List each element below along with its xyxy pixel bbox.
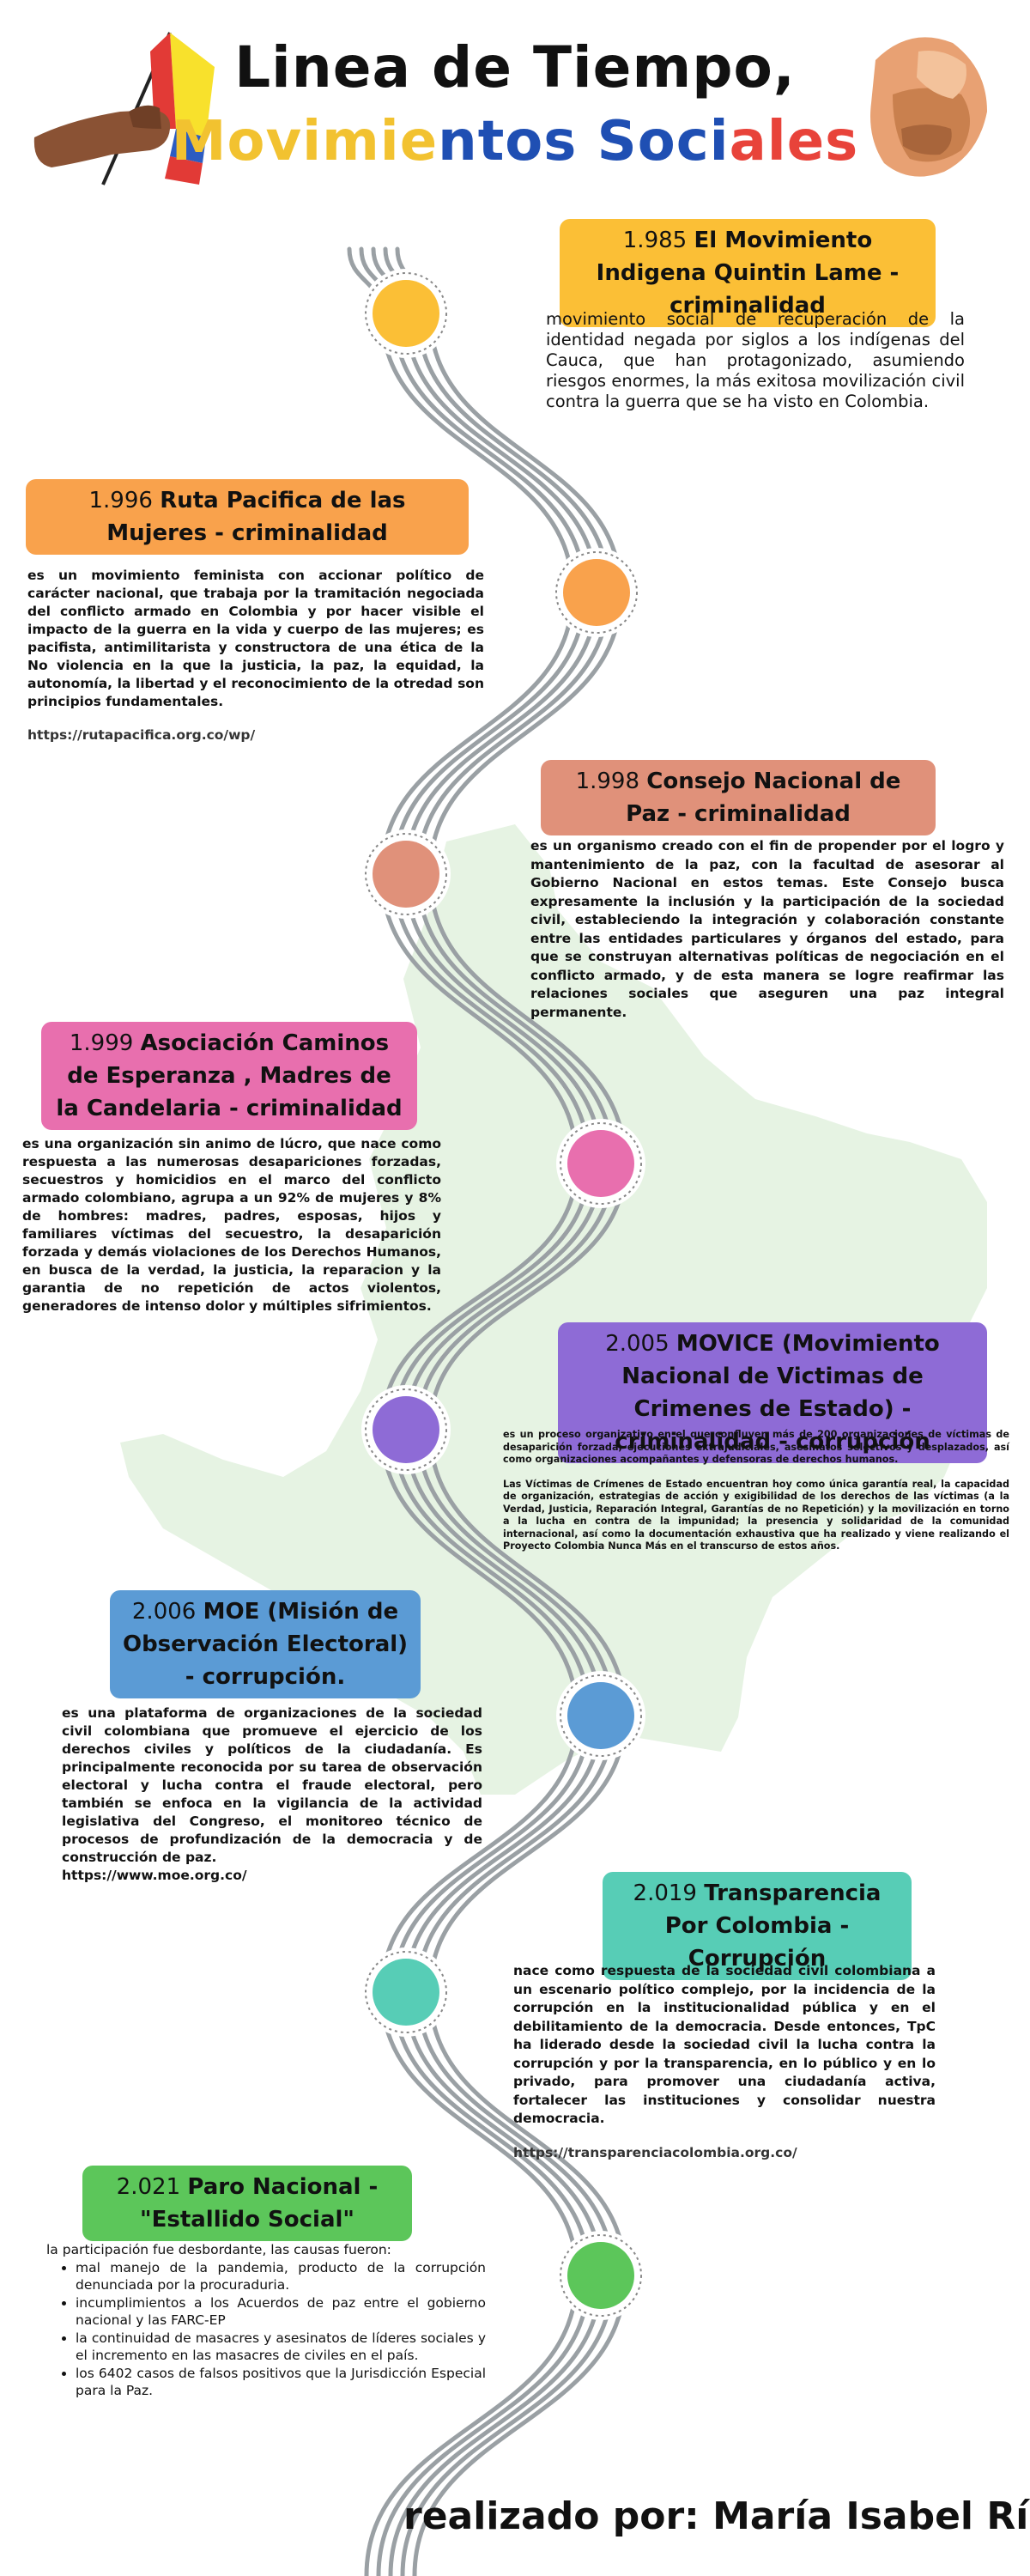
timeline-node — [556, 1671, 645, 1760]
node-dot — [567, 1682, 634, 1749]
event-label: 1.999 Asociación Caminos de Esperanza , … — [41, 1022, 417, 1130]
timeline-node — [556, 2231, 645, 2320]
event-name: Consejo Nacional de Paz - criminalidad — [626, 769, 901, 827]
event-description: nace como respuesta de la sociedad civil… — [513, 1962, 936, 2162]
node-dot — [373, 1959, 439, 2026]
node-dashed-ring — [365, 833, 447, 915]
node-dot — [373, 841, 439, 908]
event-link[interactable]: https://rutapacifica.org.co/wp/ — [27, 727, 256, 743]
event-year: 1.998 — [575, 769, 639, 794]
event-name: Ruta Pacifica de las Mujeres - criminali… — [106, 488, 406, 546]
timeline-node — [552, 548, 641, 637]
page-title: Linea de Tiempo, — [234, 34, 796, 100]
page-subtitle: Movimientos Sociales — [0, 110, 1030, 173]
event-link[interactable]: https://transparenciacolombia.org.co/ — [513, 2144, 797, 2160]
description-text: movimiento social de recuperación de la … — [546, 309, 965, 411]
node-dot — [563, 559, 630, 626]
cause-item: incumplimientos a los Acuerdos de paz en… — [76, 2294, 486, 2330]
event-label: 2.019 Transparencia Por Colombia - Corru… — [603, 1872, 912, 1980]
timeline-node — [361, 1385, 451, 1474]
event-name: Paro Nacional - "Estallido Social" — [140, 2174, 379, 2233]
subtitle-part: Movimie — [171, 110, 439, 173]
cause-item: mal manejo de la pandemia, producto de l… — [76, 2259, 486, 2294]
event-description: es un movimiento feminista con accionar … — [27, 567, 484, 744]
event-year: 1.996 — [88, 488, 153, 513]
subtitle-part: ales — [729, 110, 859, 173]
description-text: es una plataforma de organizaciones de l… — [62, 1705, 482, 1865]
node-dot — [567, 2242, 634, 2309]
event-year: 1.985 — [622, 228, 688, 253]
event-label: 1.998 Consejo Nacional de Paz - criminal… — [541, 760, 936, 835]
timeline-node — [556, 1119, 645, 1208]
causes-list: mal manejo de la pandemia, producto de l… — [76, 2259, 486, 2400]
event-label: 1.996 Ruta Pacifica de las Mujeres - cri… — [26, 479, 469, 555]
cause-item: los 6402 casos de falsos positivos que l… — [76, 2365, 486, 2400]
event-name: Transparencia Por Colombia - Corrupción — [664, 1880, 882, 1971]
event-label: 2.021 Paro Nacional - "Estallido Social" — [82, 2166, 412, 2241]
event-year: 2.006 — [131, 1599, 197, 1625]
event-label: 2.005 MOVICE (Movimiento Nacional de Vic… — [558, 1322, 987, 1463]
event-year: 2.019 — [633, 1880, 697, 1906]
timeline-node — [361, 269, 451, 358]
description-text: es un organismo creado con el fin de pro… — [530, 838, 1004, 1020]
node-dot — [373, 280, 439, 347]
event-year: 2.021 — [116, 2174, 181, 2200]
node-dot — [373, 1396, 439, 1463]
event-year: 1.999 — [69, 1030, 134, 1056]
event-description: es una plataforma de organizaciones de l… — [62, 1704, 482, 1885]
description-text: es una organización sin animo de lúcro, … — [22, 1136, 441, 1314]
event-label: 2.006 MOE (Misión de Observación Elector… — [110, 1590, 421, 1698]
event-name: MOVICE (Movimiento Nacional de Victimas … — [615, 1331, 940, 1455]
node-dashed-ring — [365, 1388, 447, 1471]
description-text: la participación fue desbordante, las ca… — [46, 2242, 391, 2257]
event-name: MOE (Misión de Observación Electoral) - … — [122, 1599, 409, 1690]
hand-flag-icon — [33, 32, 215, 185]
timeline-node — [361, 829, 451, 919]
event-year: 2.005 — [605, 1331, 670, 1357]
node-dashed-ring — [560, 2234, 642, 2317]
event-description: es un organismo creado con el fin de pro… — [530, 837, 1004, 1022]
timeline-nodes — [361, 269, 645, 2320]
cause-item: la continuidad de masacres y asesinatos … — [76, 2330, 486, 2365]
timeline-node — [361, 1947, 451, 2037]
description-text-2: Las Víctimas de Crímenes de Estado encue… — [503, 1478, 1009, 1552]
event-name: Asociación Caminos de Esperanza , Madres… — [56, 1030, 403, 1121]
node-dashed-ring — [365, 272, 447, 355]
node-dashed-ring — [365, 1951, 447, 2033]
description-text: es un movimiento feminista con accionar … — [27, 568, 484, 709]
event-label: 1.985 El Movimiento Indigena Quintin Lam… — [560, 219, 936, 327]
event-description: la participación fue desbordante, las ca… — [46, 2241, 486, 2400]
subtitle-part: ntos — [438, 110, 597, 173]
event-name: El Movimiento Indigena Quintin Lame - cr… — [596, 228, 900, 319]
node-dashed-ring — [560, 1122, 642, 1205]
event-description: es una organización sin animo de lúcro, … — [22, 1135, 441, 1315]
node-dashed-ring — [560, 1674, 642, 1757]
author-credit: realizado por: María Isabel Ríos — [403, 2494, 1030, 2538]
subtitle-part: Soci — [597, 110, 730, 173]
joined-hands-icon — [870, 37, 987, 177]
description-text: es un proceso organizativo en el que con… — [503, 1429, 1009, 1465]
event-description: movimiento social de recuperación de la … — [546, 309, 965, 412]
node-dot — [567, 1130, 634, 1197]
map-silhouette — [120, 824, 987, 1795]
event-description: es un proceso organizativo en el que con… — [503, 1429, 1009, 1553]
description-text: nace como respuesta de la sociedad civil… — [513, 1963, 936, 2126]
event-link[interactable]: https://www.moe.org.co/ — [62, 1868, 247, 1883]
node-dashed-ring — [555, 551, 638, 634]
